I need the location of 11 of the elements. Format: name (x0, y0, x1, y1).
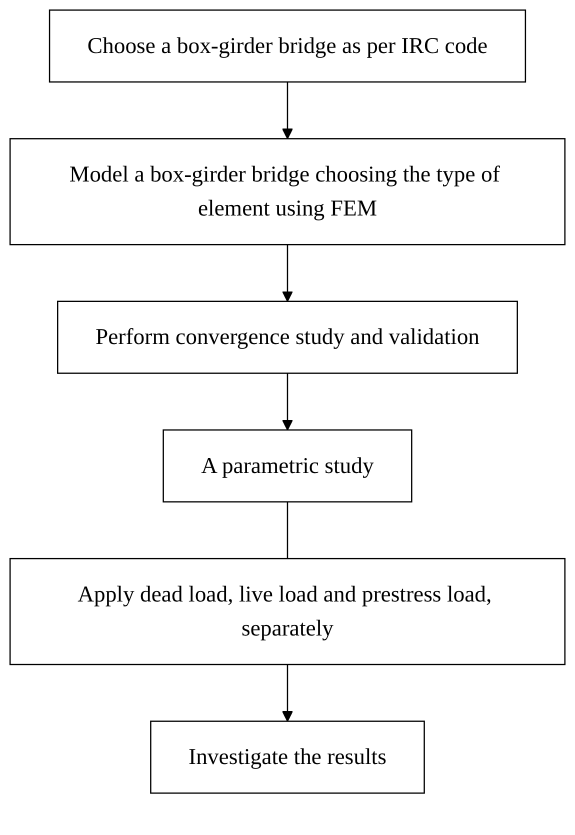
node-box: A parametric study (162, 429, 412, 502)
connector (286, 502, 288, 559)
node-box: Apply dead load, live load and prestress load, separately (9, 558, 566, 666)
arrow (282, 244, 294, 302)
node-box: Model a box-girder bridge choosing the type of element using FEM (9, 138, 566, 246)
node-box: Choose a box-girder bridge as per IRC code (48, 9, 526, 83)
node-box: Investigate the results (150, 720, 425, 794)
node-box: Perform convergence study and validation (57, 300, 518, 374)
arrow (282, 82, 294, 140)
arrow (282, 373, 294, 430)
arrow (282, 664, 294, 722)
